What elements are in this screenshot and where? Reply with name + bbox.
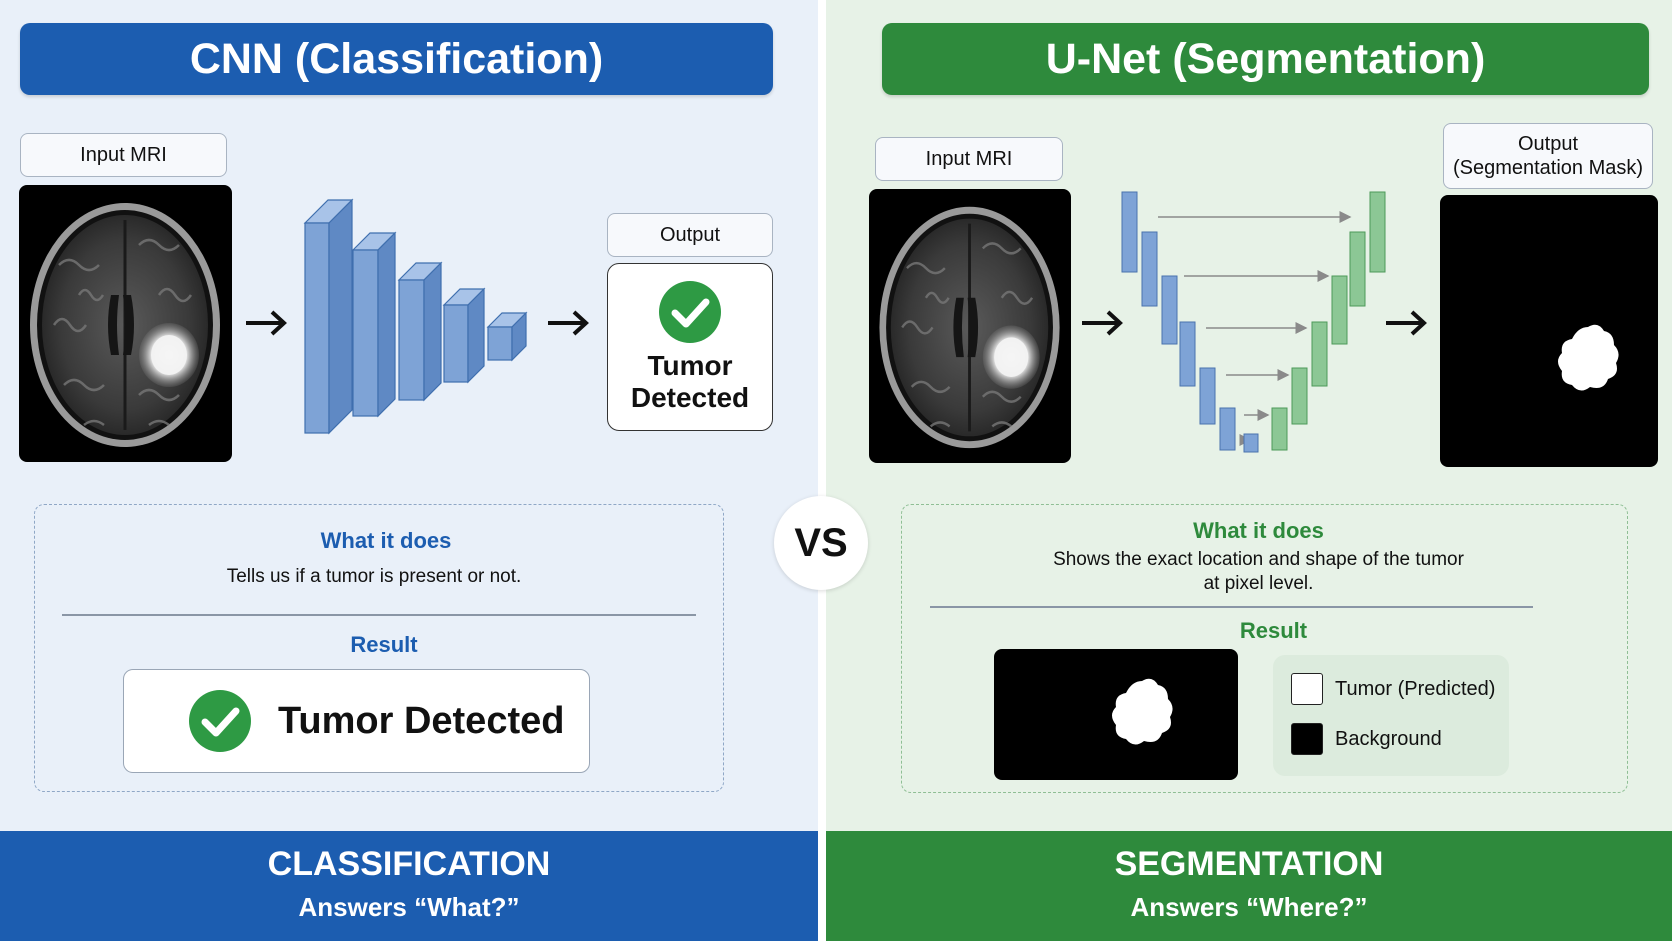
cnn-what-body: Tells us if a tumor is present or not. [226,566,522,587]
unet-input-mri-image [869,189,1071,463]
cnn-divider-line [62,614,696,616]
cnn-bottom-banner: CLASSIFICATION Answers “What?” [0,831,818,941]
legend-label-background: Background [1335,727,1442,750]
legend-item-background: Background [1291,723,1442,755]
cnn-bottom-title: CLASSIFICATION [267,845,551,883]
cnn-output-label: Output [607,213,773,257]
unet-network-diagram [1121,191,1386,453]
legend-swatch-background [1291,723,1323,755]
cnn-arrow-input-icon [246,310,287,336]
cnn-output-card: Tumor Detected [607,263,773,431]
cnn-network-diagram [303,198,528,435]
cnn-what-heading: What it does [320,528,452,553]
legend-label-tumor: Tumor (Predicted) [1335,677,1496,700]
unet-what-heading: What it does [1193,518,1324,543]
cnn-result-card: Tumor Detected [123,669,590,773]
unet-arrow-output-icon [1386,310,1427,336]
cnn-output-text-line1: Tumor [647,350,733,381]
unet-bottom-subtitle: Answers “Where?” [1130,892,1368,922]
unet-legend: Tumor (Predicted) Background [1273,655,1509,776]
cnn-output-text-line2: Detected [630,382,750,413]
unet-segmentation-mask-image [1440,195,1658,467]
unet-result-mask-image [994,649,1238,780]
unet-what-body-line1: Shows the exact location and shape of th… [1053,549,1464,570]
cnn-input-mri-image [19,185,232,462]
cnn-input-label: Input MRI [20,133,227,177]
unet-arrow-input-icon [1082,310,1123,336]
legend-swatch-tumor [1291,673,1323,705]
unet-result-heading: Result [1239,618,1308,643]
cnn-bottom-subtitle: Answers “What?” [298,892,520,922]
unet-info-box [901,504,1628,793]
cnn-title: CNN (Classification) [20,23,773,95]
unet-divider-line [930,606,1533,608]
cnn-info-box [34,504,724,792]
unet-input-label: Input MRI [875,137,1063,181]
panel-divider [818,0,826,941]
cnn-result-heading: Result [350,632,418,657]
legend-item-tumor: Tumor (Predicted) [1291,673,1495,705]
cnn-arrow-output-icon [548,310,589,336]
unet-bottom-title: SEGMENTATION [1114,845,1384,883]
unet-output-label-line2: (Segmentation Mask) [1452,157,1644,179]
cnn-result-text: Tumor Detected [278,699,565,742]
check-circle-icon [659,281,721,343]
unet-output-label-line1: Output [1517,133,1579,155]
vs-badge: VS [774,496,868,590]
unet-what-body-line2: at pixel level. [1203,573,1314,594]
check-circle-icon [189,690,251,752]
unet-output-label: Output (Segmentation Mask) [1443,123,1653,189]
unet-bottom-banner: SEGMENTATION Answers “Where?” [826,831,1672,941]
unet-title: U-Net (Segmentation) [882,23,1649,95]
